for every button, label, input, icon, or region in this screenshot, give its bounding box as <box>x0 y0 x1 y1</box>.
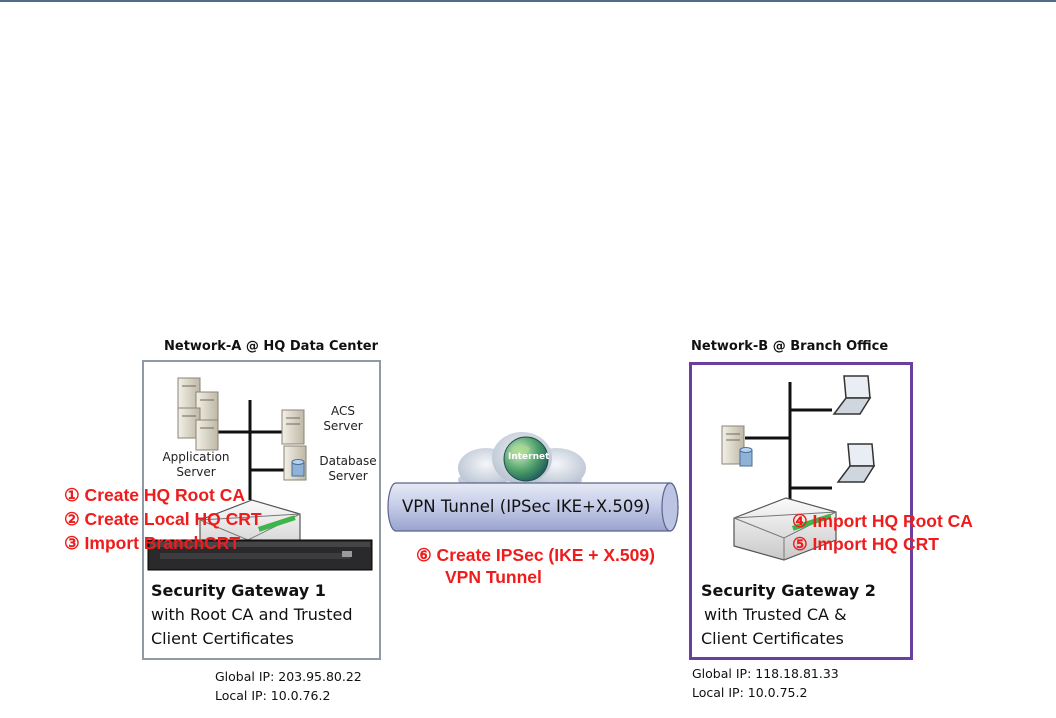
laptop-icon-1 <box>832 375 872 415</box>
security-gateway-1-desc-1: with Root CA and Trusted <box>151 605 353 624</box>
network-b-local-ip: Local IP: 10.0.75.2 <box>692 685 808 700</box>
step-6-text: ⑥ Create IPSec (IKE + X.509) <box>416 545 655 565</box>
security-gateway-2-desc-2: Client Certificates <box>701 629 844 648</box>
branch-server-icon <box>721 425 753 467</box>
step-5-text: ⑤ Import HQ CRT <box>792 534 939 554</box>
step-3-text: ③ Import BranchCRT <box>64 533 241 553</box>
security-gateway-2-title: Security Gateway 2 <box>701 581 876 600</box>
security-gateway-2-icon <box>733 497 837 561</box>
security-gateway-2-desc-1: with Trusted CA & <box>704 605 847 624</box>
network-b-title: Network-B @ Branch Office <box>691 339 889 354</box>
network-a-title: Network-A @ HQ Data Center <box>164 339 379 354</box>
top-rule <box>0 0 1056 2</box>
network-a-lines <box>218 400 284 500</box>
step-4-text: ④ Import HQ Root CA <box>792 511 973 531</box>
internet-label: Internet <box>508 452 550 462</box>
security-gateway-1-desc-2: Client Certificates <box>151 629 294 648</box>
step-1-text: ① Create HQ Root CA <box>64 485 245 505</box>
network-b-lines <box>745 382 832 520</box>
network-b-global-ip: Global IP: 118.18.81.33 <box>692 666 839 681</box>
step-6-text-line-2: VPN Tunnel <box>445 567 542 587</box>
database-server-icon <box>283 445 307 481</box>
application-server-icon <box>177 377 219 451</box>
security-gateway-1-icon <box>147 499 373 571</box>
vpn-tunnel-icon <box>387 482 679 532</box>
acs-server-label: ACS Server <box>323 404 363 433</box>
network-a-global-ip: Global IP: 203.95.80.22 <box>215 669 362 684</box>
acs-server-icon <box>281 409 305 445</box>
laptop-icon-2 <box>836 443 876 483</box>
security-gateway-1-title: Security Gateway 1 <box>151 581 326 600</box>
step-2-text: ② Create Local HQ CRT <box>64 509 262 529</box>
network-a-local-ip: Local IP: 10.0.76.2 <box>215 688 331 703</box>
database-server-label: Database Server <box>319 454 377 483</box>
vpn-tunnel-label: VPN Tunnel (IPSec IKE+X.509) <box>402 497 651 516</box>
application-server-label: Application Server <box>162 450 230 479</box>
